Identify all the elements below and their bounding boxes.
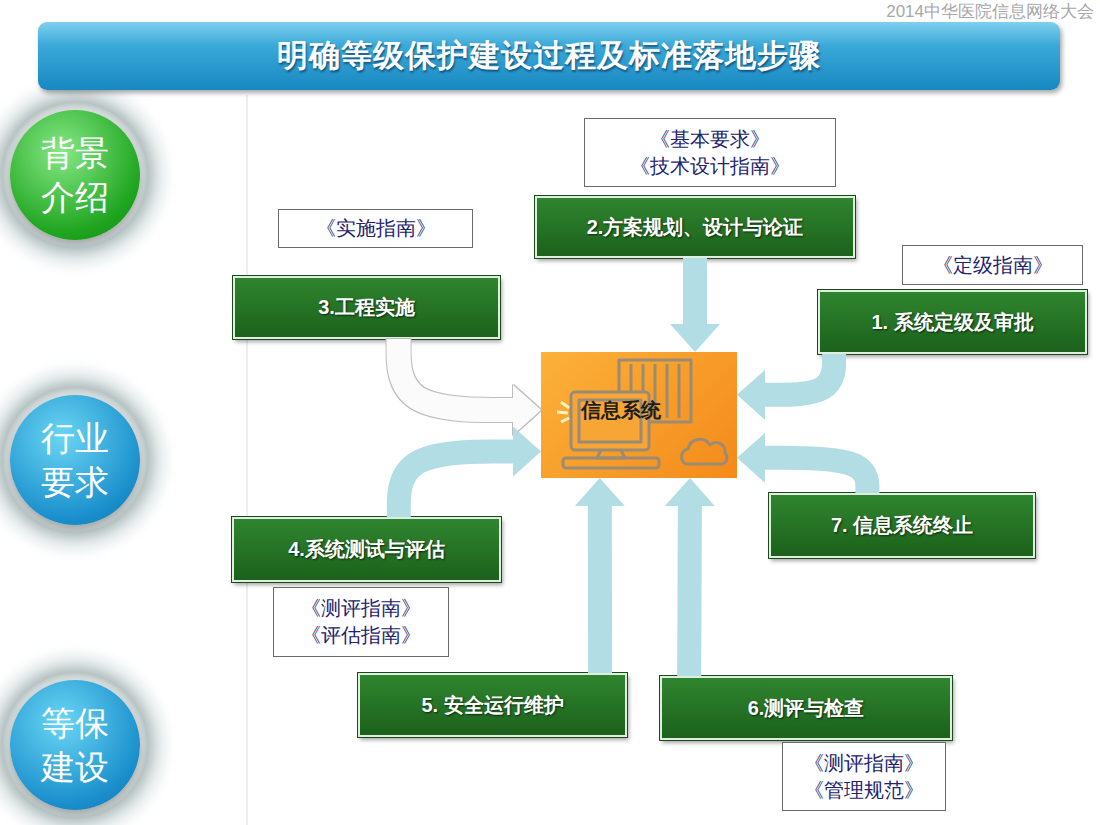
node-text: 3.工程实施 [318,294,415,321]
slide-title: 明确等级保护建设过程及标准落地步骤 [277,35,821,77]
node-text: 《测评指南》 [301,595,421,622]
circle-halo [0,71,179,279]
step-box: 6.测评与检查 [660,676,952,740]
node-text: 6.测评与检查 [748,695,865,722]
standard-box: 《测评指南》《管理规范》 [782,742,946,811]
node-text: 信息系统 [581,397,661,424]
section-circle: 行业 要求 [10,395,140,525]
arrow-path [677,506,702,676]
watermark: 2014中华医院信息网络大会 [886,0,1094,23]
step-box: 4.系统测试与评估 [232,517,501,582]
node-text: 2.方案规划、设计与论证 [587,214,804,241]
node-text: 1. 系统定级及审批 [871,309,1033,336]
step-box: 5. 安全运行维护 [358,673,627,737]
flow-arrow [689,506,691,676]
arrow-path [765,458,867,493]
node-text: 《测评指南》 [804,750,924,777]
flow-arrow [399,452,513,517]
standard-box: 《基本要求》《技术设计指南》 [584,118,836,187]
node-text: 4.系统测试与评估 [288,536,445,563]
standard-box: 《实施指南》 [278,209,473,248]
step-box: 3.工程实施 [233,276,500,339]
arrow-path [683,258,707,324]
node-text: 行业 要求 [37,416,113,504]
node-text: 背景 介绍 [37,131,113,219]
flow-arrow [765,458,867,493]
step-box: 2.方案规划、设计与论证 [535,196,855,258]
step-box: 7. 信息系统终止 [769,493,1035,558]
node-text: 《评估指南》 [301,622,421,649]
flow-arrow [599,506,600,673]
arrow-path [588,506,612,673]
circle-halo [0,641,179,825]
section-circle: 背景 介绍 [10,110,140,240]
divider-line [246,95,248,825]
node-text: 《基本要求》 [650,126,770,153]
standard-box: 《测评指南》《评估指南》 [273,587,449,657]
system-box: 信息系统 [541,352,737,478]
arrow-path [399,452,513,517]
arrow-path [399,339,513,410]
flow-arrow [695,258,696,324]
flow-arrow [765,354,834,395]
title-bar: 明确等级保护建设过程及标准落地步骤 [38,22,1060,90]
circle-halo [0,356,179,564]
section-circle: 等保 建设 [10,680,140,810]
node-text: 5. 安全运行维护 [421,692,563,719]
node-text: 《管理规范》 [804,777,924,804]
flow-arrow [399,339,513,410]
node-text: 《技术设计指南》 [630,153,790,180]
step-box: 1. 系统定级及审批 [818,290,1087,354]
node-text: 《实施指南》 [316,215,436,242]
node-text: 《定级指南》 [933,252,1053,279]
standard-box: 《定级指南》 [902,245,1083,285]
node-text: 7. 信息系统终止 [831,512,973,539]
arrow-path [765,354,834,395]
node-text: 等保 建设 [37,701,113,789]
